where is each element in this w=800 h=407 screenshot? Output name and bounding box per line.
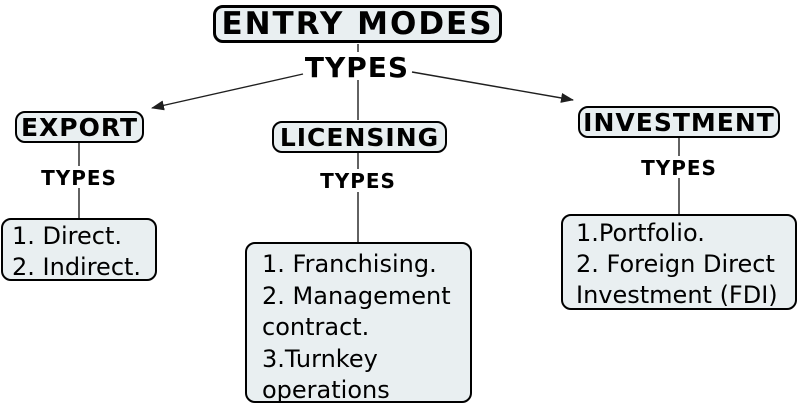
export-label: EXPORT xyxy=(20,112,139,142)
node-entry-modes: ENTRY MODES xyxy=(213,5,502,43)
investment-label: INVESTMENT xyxy=(583,107,775,137)
licensing-list-line: 1. Franchising. xyxy=(262,250,437,278)
node-licensing: LICENSING xyxy=(272,121,447,153)
export-types-label: TYPES xyxy=(41,166,117,190)
licensing-types-label: TYPES xyxy=(320,169,396,193)
root-types-label: TYPES xyxy=(304,51,410,84)
export-types-list: 1. Direct. 2. Indirect. xyxy=(1,218,157,281)
investment-types-label: TYPES xyxy=(641,156,717,180)
investment-types-list: 1.Portfolio. 2. Foreign Direct Investmen… xyxy=(561,214,797,310)
licensing-list-line: contract. xyxy=(262,313,370,341)
investment-list-line: Investment (FDI) xyxy=(576,281,778,309)
licensing-list-line: 3.Turnkey xyxy=(262,344,378,373)
node-export: EXPORT xyxy=(15,111,144,143)
export-list-line: 2. Indirect. xyxy=(12,253,142,281)
licensing-list-line: operations xyxy=(262,376,390,403)
export-list-line: 1. Direct. xyxy=(12,222,123,250)
licensing-label: LICENSING xyxy=(279,122,440,152)
licensing-types-list: 1. Franchising. 2. Management contract. … xyxy=(245,242,472,403)
entry-modes-label: ENTRY MODES xyxy=(221,6,494,42)
node-investment: INVESTMENT xyxy=(578,106,780,138)
investment-list-line: 2. Foreign Direct xyxy=(576,250,775,278)
investment-list-line: 1.Portfolio. xyxy=(576,219,705,247)
licensing-list-line: 2. Management xyxy=(262,281,451,310)
